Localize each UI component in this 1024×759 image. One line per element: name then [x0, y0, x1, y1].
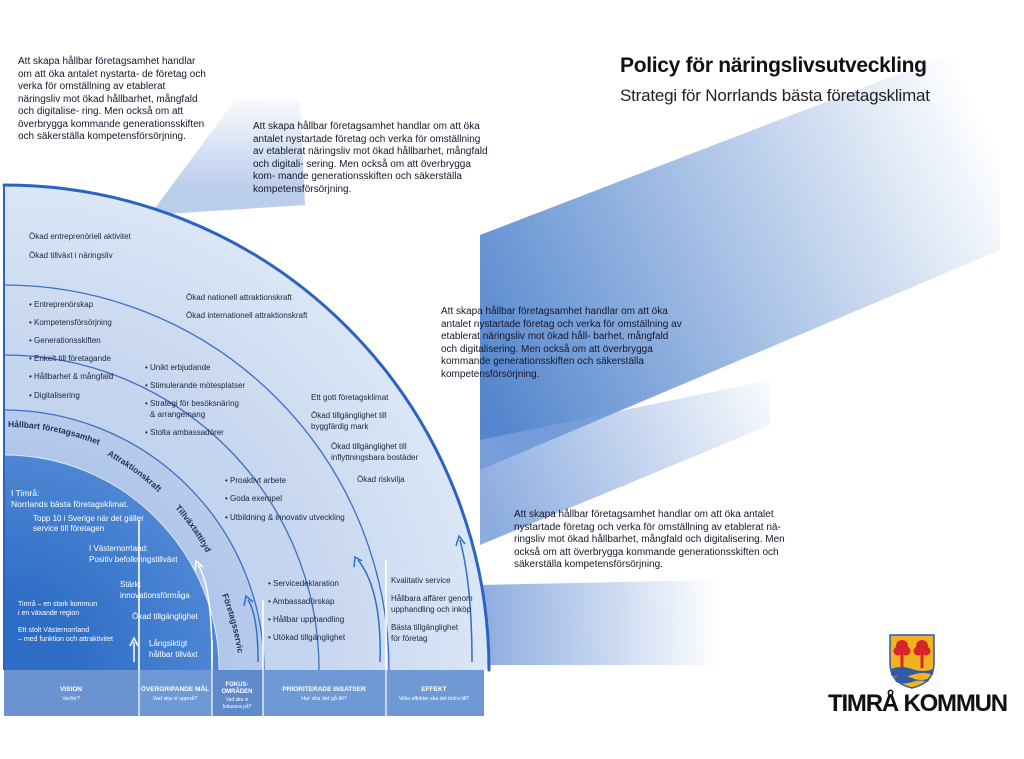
effect-text: Kvalitativ service [391, 576, 451, 585]
bullet-item: • Utbildning & innovativ utveckling [225, 513, 345, 522]
bullet-item: • Proaktivt arbete [225, 476, 287, 485]
bullet-item: • Kompetensförsörjning [29, 318, 112, 327]
vision-text: Timrå – en stark kommun [18, 600, 97, 608]
category-vision: VISION [60, 686, 82, 693]
category-focus: OMRÅDEN [222, 688, 253, 695]
bullet-item: • Entreprenörskap [29, 300, 94, 309]
effect-text: upphandling och inköp [391, 605, 472, 614]
intro-paragraph-1: Att skapa hållbar företagsamhet handlar … [18, 56, 206, 142]
bullet-item: • Enkelt till företagande [29, 354, 112, 363]
category-goals-question: Vad ska vi uppnå? [153, 695, 198, 702]
category-bar: VISION Varför? ÖVERGRIPANDE MÅL Vad ska … [4, 670, 484, 716]
vision-goal-text: hållbar tillväxt [149, 650, 198, 659]
coat-of-arms-icon [889, 634, 935, 689]
category-focus-question: Vad ska vi [226, 697, 249, 703]
bullet-item: • Ambassadörskap [268, 597, 335, 606]
intro-paragraph-2: Att skapa hållbar företagsamhet handlar … [253, 121, 488, 195]
vision-goal-text: innovationsförmåga [120, 591, 190, 600]
bullet-item: • Hållbar upphandling [268, 615, 344, 624]
bullet-item: • Utökad tillgänglighet [268, 633, 346, 642]
bullet-item: • Unikt erbjudande [145, 363, 211, 372]
goal-text: Ökad entreprenöriell aktivitet [29, 232, 132, 241]
goal-text: Ökad tillväxt i näringsliv [29, 251, 113, 260]
bullet-item: • Hållbarhet & mångfald [29, 372, 113, 381]
page-title: Policy för näringslivsutveckling [620, 54, 927, 77]
category-focus-question: fokusera på? [223, 703, 252, 710]
bullet-item: • Goda exempel [225, 494, 282, 503]
category-vision-question: Varför? [62, 696, 80, 702]
goal-text: Ökad tillgänglighet till [331, 442, 407, 451]
vision-goal-text: Ökad tillgänglighet [132, 612, 199, 621]
light-rays [150, 35, 1000, 665]
category-initiatives: PRIORITERADE INSATSER [282, 686, 366, 693]
bullet-item: & arrangemang [150, 410, 205, 419]
goal-text: Ökad riskvilja [357, 475, 405, 484]
bullet-item: • Stolta ambassadörer [145, 428, 224, 437]
page-subtitle: Strategi för Norrlands bästa företagskli… [620, 86, 930, 105]
category-focus: FOKUS- [226, 682, 249, 688]
bullet-item: • Stimulerande mötesplatser [145, 381, 246, 390]
effect-text: Bästa tillgänglighet [391, 623, 459, 632]
vision-text: Ett stolt Västernorrland [18, 627, 89, 634]
goal-text: Ökad tillgänglighet till [311, 411, 387, 420]
category-initiatives-question: Hur ska det gå till? [301, 695, 347, 702]
vision-goal-text: Topp 10 i Sverige när det gäller [33, 514, 144, 523]
goal-text: inflyttningsbara bostäder [331, 453, 419, 462]
bullet-item: • Strategi för besöksnäring [145, 399, 239, 408]
category-goals: ÖVERGRIPANDE MÅL [141, 684, 209, 693]
vision-goal-text: I Timrå: [11, 488, 39, 498]
goal-text: Ett gott företagsklimat [311, 393, 389, 402]
vision-goal-text: service till företagen [33, 524, 104, 533]
bullet-item: • Digitalisering [29, 391, 80, 400]
vision-goal-text: Norrlands bästa företagsklimat. [11, 499, 129, 509]
bullet-item: • Servicedeklaration [268, 579, 339, 588]
goal-text: byggfärdig mark [311, 422, 369, 431]
vision-text: i en växande region [18, 610, 79, 617]
goal-text: Ökad internationell attraktionskraft [186, 311, 308, 320]
vision-goal-text: I Västernorrland: [89, 544, 148, 553]
fan-inner-band [4, 455, 219, 670]
effect-text: Hållbara affärer genom [391, 594, 473, 603]
category-effect-question: Vilka effekter ska det bidra till? [399, 696, 469, 702]
intro-paragraph-3: Att skapa hållbar företagsamhet handlar … [441, 306, 682, 380]
vision-goal-text: Stärkt [120, 580, 142, 589]
bullet-item: • Generationsskiften [29, 336, 101, 345]
brand-name: TIMRÅ KOMMUN [828, 690, 1008, 717]
progress-arrows [129, 534, 473, 663]
category-effect: EFFEKT [421, 686, 446, 693]
vision-goal-text: Långsiktigt [149, 639, 188, 648]
fan-arcs [2, 183, 491, 672]
vision-text: – med funktion och attraktivitet [18, 636, 113, 643]
effect-text: för företag [391, 634, 427, 643]
goal-text: Ökad nationell attraktionskraft [186, 293, 293, 302]
vision-goal-text: Positiv befolkningstillväxt [89, 555, 178, 564]
intro-paragraph-4: Att skapa hållbar företagsamhet handlar … [514, 509, 785, 570]
